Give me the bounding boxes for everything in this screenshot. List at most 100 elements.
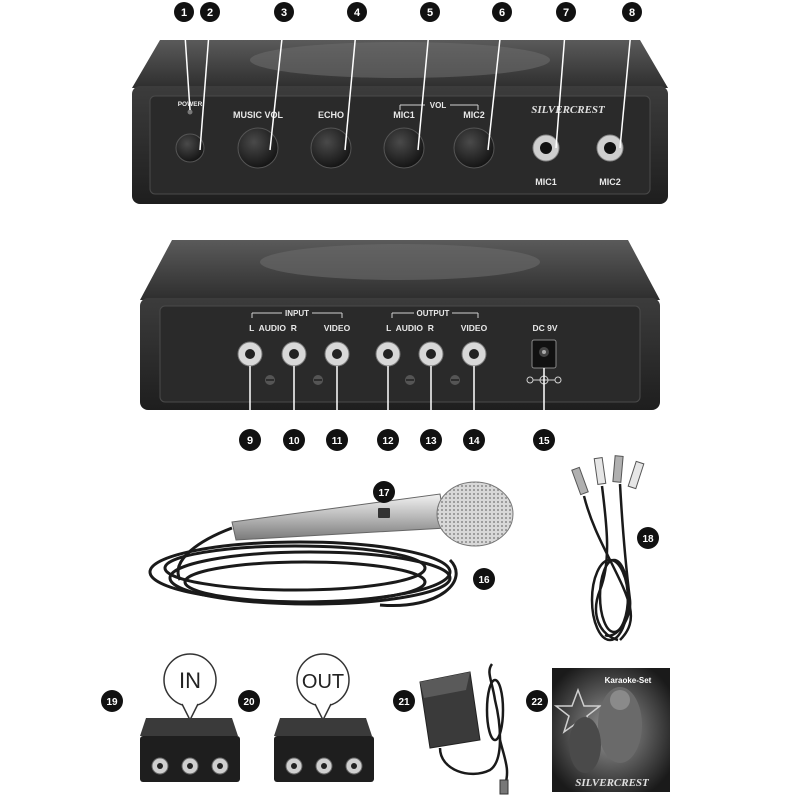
microphone-with-cable	[148, 481, 514, 608]
callout-22: 22	[526, 690, 548, 712]
adapter-in-label: IN	[179, 668, 201, 693]
rca-plug-icon	[571, 466, 589, 496]
adapter-in-rca-jack[interactable]	[181, 757, 199, 775]
power-adapter-face	[420, 672, 470, 698]
output-audio-r-jack[interactable]	[418, 341, 444, 367]
svg-text:12: 12	[382, 436, 394, 447]
callout-14: 14	[463, 429, 485, 451]
power-adapter-plug	[499, 779, 509, 795]
svg-text:9: 9	[247, 435, 253, 447]
adapter-in-body-top	[140, 718, 238, 736]
callout-16: 16	[473, 568, 495, 590]
singer-head	[610, 690, 630, 710]
callout-21: 21	[393, 690, 415, 712]
mic-switch[interactable]	[378, 508, 390, 518]
screw-icon	[313, 375, 323, 385]
mic2-jack-label: MIC2	[599, 177, 621, 187]
output-video-jack[interactable]	[461, 341, 487, 367]
svg-text:15: 15	[538, 436, 550, 447]
adapter-in-rca-jack[interactable]	[151, 757, 169, 775]
svg-text:16: 16	[478, 575, 490, 586]
rear-device: INPUT L AUDIO R VIDEO OUTPUT L AUDIO R V…	[140, 240, 660, 410]
mic1-jack-hole	[540, 142, 552, 154]
echo-knob[interactable]	[310, 127, 352, 169]
svg-text:14: 14	[468, 436, 480, 447]
output-video-label: VIDEO	[461, 323, 488, 333]
power-led	[187, 109, 193, 115]
output-audio-l-jack[interactable]	[375, 341, 401, 367]
rear-leaders	[249, 366, 545, 432]
input-audio-label: L AUDIO R	[249, 323, 297, 333]
vol-label: VOL	[430, 101, 447, 110]
callout-9: 9	[239, 429, 261, 451]
adapter-in-bubble-tail	[181, 703, 199, 722]
callout-17: 17	[373, 481, 395, 503]
svg-text:7: 7	[563, 7, 569, 19]
mic2-vol-knob[interactable]	[453, 127, 495, 169]
adapter-out-rca-jack[interactable]	[345, 757, 363, 775]
callout-19: 19	[101, 690, 123, 712]
svg-text:11: 11	[332, 436, 343, 447]
callout-8: 8	[622, 2, 642, 22]
singer-silhouette	[598, 687, 642, 763]
mic-handle	[231, 493, 447, 541]
callout-1: 1	[174, 2, 194, 22]
music-vol-label: MUSIC VOL	[233, 110, 284, 120]
callout-15: 15	[533, 429, 555, 451]
callout-6: 6	[492, 2, 512, 22]
dc-label: DC 9V	[532, 323, 557, 333]
output-audio-label: L AUDIO R	[386, 323, 434, 333]
callout-12: 12	[377, 429, 399, 451]
svg-text:19: 19	[106, 697, 118, 708]
scart-adapter-in: IN	[140, 653, 240, 782]
callout-13: 13	[420, 429, 442, 451]
mic2-knob-label: MIC2	[463, 110, 485, 120]
adapter-out-bubble-tail	[314, 703, 332, 722]
echo-label: ECHO	[318, 110, 344, 120]
svg-text:3: 3	[281, 7, 287, 19]
music-vol-knob[interactable]	[237, 127, 279, 169]
svg-text:22: 22	[531, 697, 543, 708]
callout-7: 7	[556, 2, 576, 22]
power-adapter	[419, 663, 509, 795]
svg-text:5: 5	[427, 7, 433, 19]
svg-text:18: 18	[642, 534, 654, 545]
svg-text:2: 2	[207, 7, 213, 19]
scart-adapter-out: OUT	[274, 653, 374, 782]
front-leaders	[183, 19, 633, 151]
svg-text:20: 20	[243, 697, 255, 708]
input-audio-l-jack[interactable]	[237, 341, 263, 367]
mic-grille	[436, 481, 514, 547]
input-audio-r-jack[interactable]	[281, 341, 307, 367]
rca-plug-icon	[627, 460, 645, 490]
callout-badges: 1 2 3 4 5 6 7 8 9 10 11 12 13 14 15 16 1…	[101, 2, 659, 712]
mic-cable	[148, 526, 458, 608]
input-video-jack[interactable]	[324, 341, 350, 367]
cd-brand: SILVERCREST	[575, 777, 650, 789]
svg-text:10: 10	[288, 436, 300, 447]
callout-18: 18	[637, 527, 659, 549]
adapter-out-rca-jack[interactable]	[315, 757, 333, 775]
output-label: OUTPUT	[417, 309, 450, 318]
svg-text:8: 8	[629, 7, 635, 19]
power-button[interactable]	[175, 133, 205, 163]
mic1-vol-knob[interactable]	[383, 127, 425, 169]
callout-11: 11	[326, 429, 348, 451]
cd-title: Karaoke-Set	[605, 676, 652, 685]
dc-power-jack[interactable]	[531, 339, 557, 369]
adapter-out-rca-jack[interactable]	[285, 757, 303, 775]
brand-logo: SILVERCREST	[531, 104, 606, 116]
svg-text:17: 17	[378, 488, 390, 499]
adapter-in-rca-jack[interactable]	[211, 757, 229, 775]
svg-text:4: 4	[354, 7, 361, 19]
adapter-out-body-top	[274, 718, 372, 736]
callout-3: 3	[274, 2, 294, 22]
svg-text:1: 1	[181, 7, 187, 19]
front-device-top-recess	[250, 42, 550, 78]
input-video-label: VIDEO	[324, 323, 351, 333]
callout-5: 5	[420, 2, 440, 22]
svg-text:21: 21	[398, 697, 410, 708]
singer-silhouette	[569, 717, 601, 773]
callout-20: 20	[238, 690, 260, 712]
